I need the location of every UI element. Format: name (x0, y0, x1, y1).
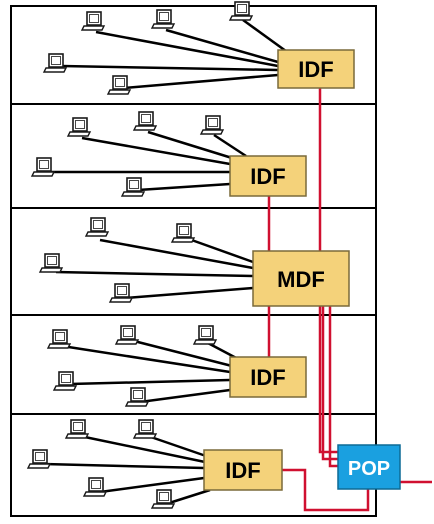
backbone-cabling (267, 87, 432, 512)
cable-floor4-pc5 (139, 388, 231, 404)
computer-icon (133, 419, 157, 439)
horizontal-cabling (43, 18, 291, 506)
computer-icon (83, 477, 107, 497)
computer-icon (229, 1, 253, 21)
backbone-mdf-pop2 (328, 306, 338, 468)
computer-icon (109, 283, 133, 303)
mdf-label: MDF (277, 267, 325, 292)
cable-floor5-pc4 (99, 476, 205, 494)
computer-icon (81, 11, 105, 31)
backbone-idf5-pop (282, 468, 370, 512)
cable-floor5-pc1 (79, 434, 206, 464)
cable-floor3-pc4 (125, 286, 254, 300)
computer-icon (200, 115, 224, 135)
computer-icon (115, 325, 139, 345)
idf-label: IDF (250, 365, 285, 390)
cable-floor3-pc3 (55, 270, 254, 278)
cable-floor3-pc1 (99, 238, 254, 270)
mdf-floor3: MDF (252, 250, 350, 307)
computer-icon (133, 111, 157, 131)
idf-label: IDF (298, 57, 333, 82)
idf-floor5: IDF (203, 449, 283, 491)
computer-icon (125, 387, 149, 407)
cable-floor1-pc5 (123, 73, 279, 90)
computer-icon (67, 117, 91, 137)
computer-icon (171, 223, 195, 243)
computer-icon (151, 489, 175, 509)
computer-icon (27, 449, 51, 469)
computer-icon (121, 177, 145, 197)
computer-icon (53, 371, 77, 391)
cable-floor1-pc2 (165, 28, 279, 64)
cable-floor4-pc1 (61, 344, 231, 374)
cable-floor1-pc1 (95, 30, 279, 68)
pop-node: POP (337, 444, 401, 490)
cable-floor5-pc2 (147, 434, 207, 458)
idf-floor1: IDF (277, 49, 355, 89)
building-floors (10, 5, 377, 517)
cable-floor2-pc2 (147, 130, 233, 160)
cable-floor2-pc1 (81, 136, 231, 166)
cable-floor2-pc3 (213, 133, 247, 158)
idf-floor2: IDF (229, 155, 307, 197)
computer-icon (43, 53, 67, 73)
cable-floor2-pc5 (137, 182, 231, 192)
computer-icon (85, 217, 109, 237)
cable-floor4-pc4 (69, 378, 231, 386)
computer-icon (31, 157, 55, 177)
workstations (27, 1, 253, 509)
computer-icon (107, 75, 131, 95)
computer-icon (47, 329, 71, 349)
cable-floor3-pc2 (185, 236, 254, 264)
cable-floor1-pc4 (61, 64, 279, 72)
backbone-idf1-pop (318, 87, 338, 454)
computer-icon (39, 253, 63, 273)
cable-floor1-pc3 (242, 18, 291, 56)
idf-floor4: IDF (229, 356, 307, 398)
cable-floor5-pc3 (43, 462, 205, 470)
computer-icon (151, 9, 175, 29)
cable-floor5-pc5 (165, 488, 211, 506)
backbone-mdf-pop1 (321, 306, 338, 461)
idf-label: IDF (225, 458, 260, 483)
computer-icon (65, 419, 89, 439)
computer-icon (193, 325, 217, 345)
idf-label: IDF (250, 164, 285, 189)
cable-floor4-pc2 (129, 338, 233, 368)
pop-label: POP (348, 458, 390, 480)
